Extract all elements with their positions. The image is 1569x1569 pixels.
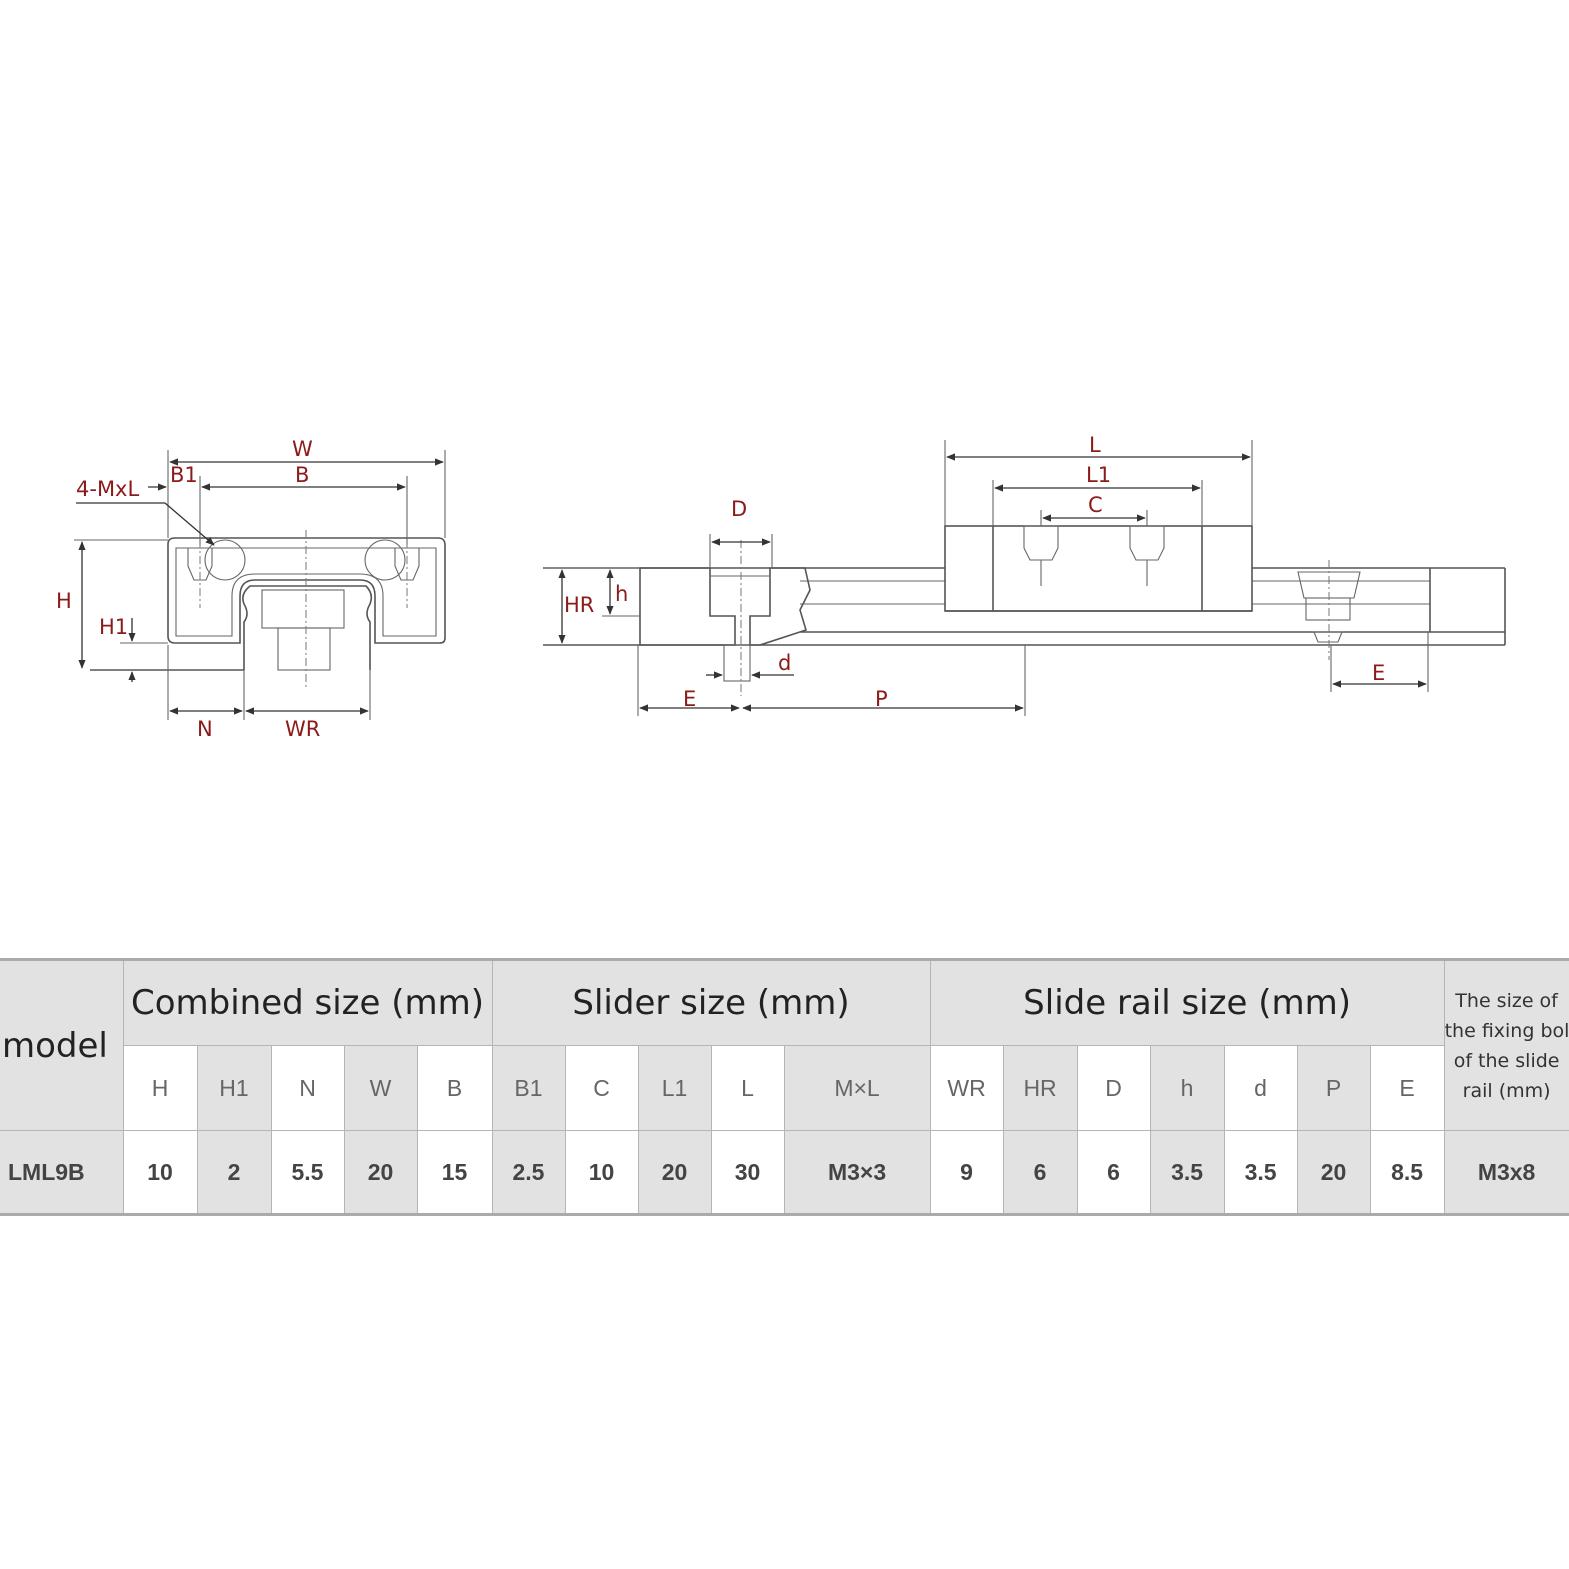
param-header: HR: [1002, 1045, 1078, 1131]
label-B: B: [295, 463, 309, 487]
label-L1: L1: [1086, 463, 1111, 487]
label-L: L: [1089, 433, 1101, 457]
param-header: B: [416, 1045, 493, 1131]
param-header: W: [343, 1045, 418, 1131]
value-cell: 8.5: [1369, 1130, 1445, 1215]
spec-table: model Combined size (mm) Slider size (mm…: [0, 958, 1569, 1216]
value-cell: 2: [196, 1130, 272, 1215]
param-header: d: [1223, 1045, 1298, 1131]
combined-size-header: Combined size (mm): [122, 959, 493, 1046]
value-cell: 5.5: [270, 1130, 345, 1215]
label-H1: H1: [99, 615, 128, 639]
param-header: C: [564, 1045, 639, 1131]
value-cell: 20: [343, 1130, 418, 1215]
value-cell: 3.5: [1149, 1130, 1225, 1215]
param-header: L1: [637, 1045, 712, 1131]
label-4-MxL: 4-MxL: [76, 477, 139, 501]
value-cell: M3x8: [1443, 1130, 1569, 1215]
bolt-right: [364, 539, 420, 608]
side-view: D HR h d E P L L1 C: [543, 433, 1506, 716]
label-E-left: E: [683, 687, 696, 711]
bolt-size-header: The size of the fixing bol of the slide …: [1443, 959, 1569, 1131]
label-E-right: E: [1372, 661, 1385, 685]
model-cell: LML9B: [0, 1130, 124, 1215]
value-cell: 3.5: [1223, 1130, 1298, 1215]
bolt-left: [187, 539, 246, 608]
label-WR: WR: [285, 717, 320, 741]
param-header: H1: [196, 1045, 272, 1131]
table-row: LML9B 10 2 5.5 20 15 2.5 10 20 30 M3×3 9…: [0, 1130, 1569, 1215]
param-header: N: [270, 1045, 345, 1131]
param-header: WR: [929, 1045, 1004, 1131]
param-header: P: [1296, 1045, 1371, 1131]
param-header: H: [123, 1045, 198, 1131]
label-h: h: [615, 582, 628, 606]
label-N: N: [197, 717, 213, 741]
value-cell: 20: [637, 1130, 712, 1215]
label-P: P: [875, 687, 888, 711]
value-cell: 20: [1296, 1130, 1371, 1215]
value-cell: 2.5: [491, 1130, 566, 1215]
label-HR: HR: [564, 593, 594, 617]
param-header: M×L: [783, 1045, 931, 1131]
value-cell: 6: [1076, 1130, 1151, 1215]
dimension-drawing: W B B1 4-MxL H H1 N WR: [56, 433, 1506, 741]
value-cell: 10: [122, 1130, 198, 1215]
param-header: D: [1076, 1045, 1151, 1131]
value-cell: 10: [564, 1130, 639, 1215]
param-header: B1: [491, 1045, 566, 1131]
label-W: W: [292, 437, 313, 461]
param-header: E: [1369, 1045, 1445, 1131]
label-C: C: [1088, 493, 1103, 517]
value-cell: M3×3: [783, 1130, 931, 1215]
value-cell: 9: [929, 1130, 1004, 1215]
rail-size-header: Slide rail size (mm): [929, 959, 1445, 1046]
value-cell: 30: [710, 1130, 785, 1215]
slider-size-header: Slider size (mm): [491, 959, 931, 1046]
param-header: L: [710, 1045, 785, 1131]
label-H: H: [56, 589, 72, 613]
model-header: model: [0, 959, 124, 1131]
label-d: d: [778, 651, 791, 675]
param-header-row: H H1 N W B B1 C L1 L M×L WR HR D h d P E: [0, 1045, 1569, 1131]
param-header: h: [1149, 1045, 1225, 1131]
group-header-row: model Combined size (mm) Slider size (mm…: [0, 959, 1569, 1131]
front-section-view: W B B1 4-MxL H H1 N WR: [56, 437, 446, 741]
value-cell: 6: [1002, 1130, 1078, 1215]
label-B1: B1: [170, 463, 198, 487]
label-D: D: [731, 497, 747, 521]
value-cell: 15: [416, 1130, 493, 1215]
